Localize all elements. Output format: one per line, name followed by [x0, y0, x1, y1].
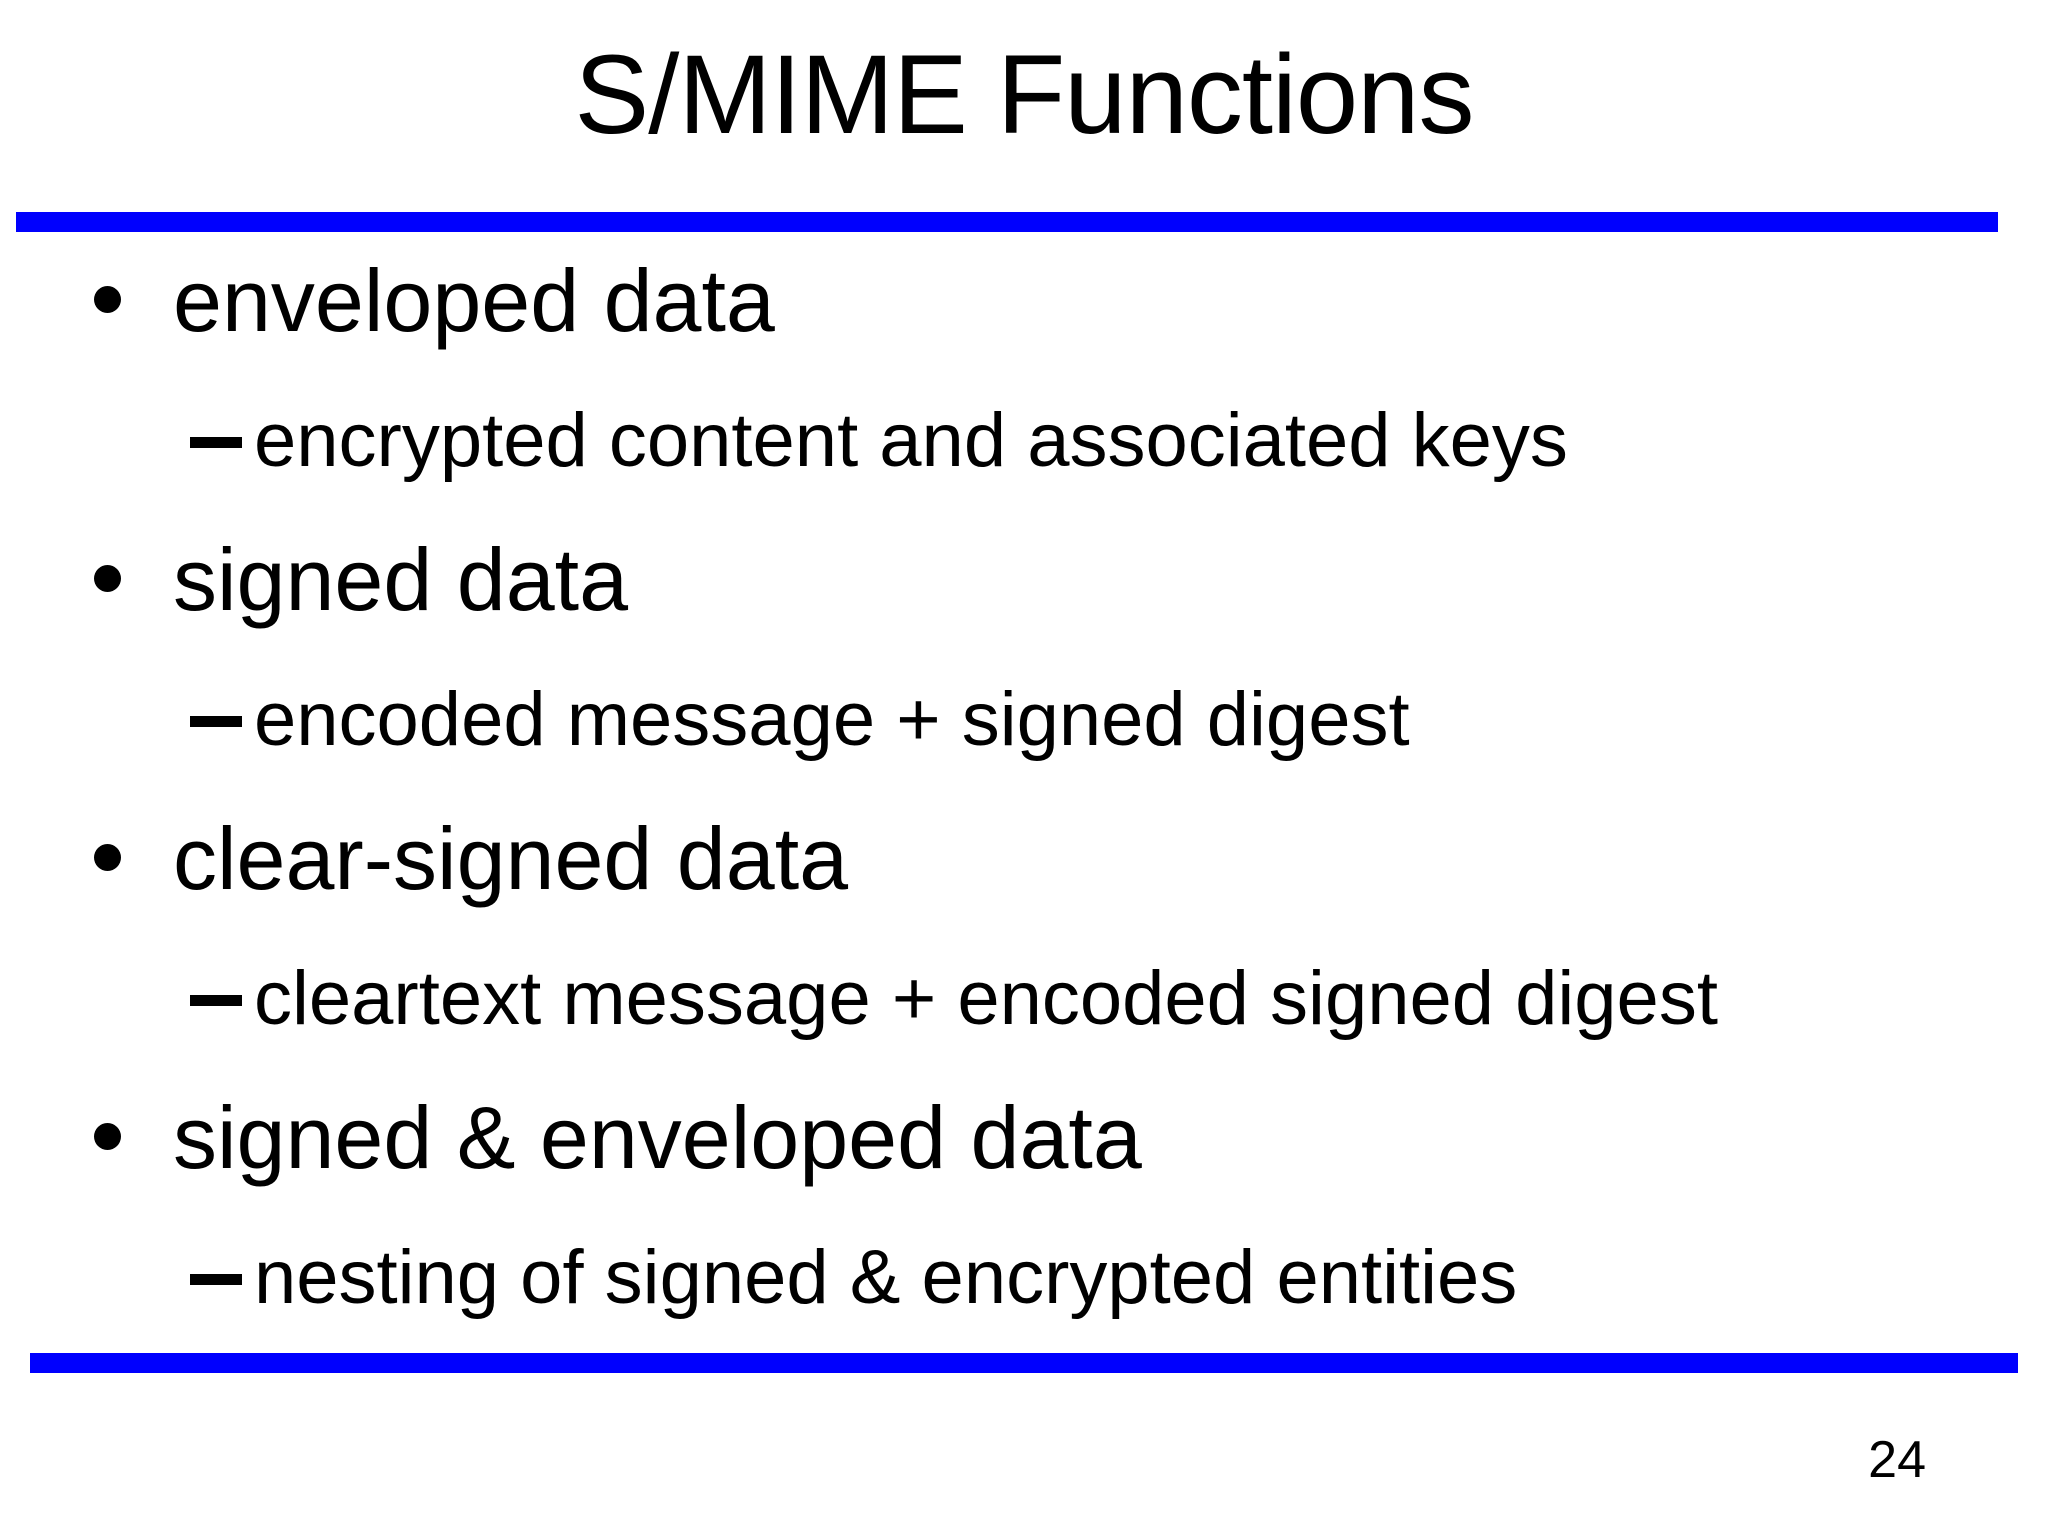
bullet-item: signed data [94, 531, 2048, 628]
bullet-dot-icon [94, 1123, 121, 1150]
footer-rule [30, 1353, 2018, 1373]
bullet-list: enveloped data encrypted content and ass… [0, 232, 2048, 1320]
sub-bullet-item: nesting of signed & encrypted entities [190, 1236, 2048, 1320]
bullet-label: clear-signed data [173, 809, 849, 908]
sub-bullet-item: encoded message + signed digest [190, 678, 2048, 762]
bullet-dot-icon [94, 286, 121, 313]
sub-bullet-label: encrypted content and associated keys [254, 398, 1568, 483]
bullet-label: signed & enveloped data [173, 1088, 1142, 1187]
sub-bullet-label: cleartext message + encoded signed diges… [254, 956, 1718, 1041]
bullet-dot-icon [94, 844, 121, 871]
sub-bullet-label: encoded message + signed digest [254, 677, 1410, 762]
bullet-label: enveloped data [173, 251, 775, 350]
dash-icon [190, 716, 242, 727]
dash-icon [190, 437, 242, 448]
title-rule [16, 212, 1998, 232]
slide-title: S/MIME Functions [574, 32, 1475, 157]
bullet-label: signed data [173, 530, 629, 629]
sub-bullet-item: encrypted content and associated keys [190, 399, 2048, 483]
page-number: 24 [1868, 1431, 1926, 1489]
bullet-dot-icon [94, 565, 121, 592]
bullet-item: signed & enveloped data [94, 1089, 2048, 1186]
sub-bullet-item: cleartext message + encoded signed diges… [190, 957, 2048, 1041]
bullet-item: enveloped data [94, 252, 2048, 349]
dash-icon [190, 995, 242, 1006]
sub-bullet-label: nesting of signed & encrypted entities [254, 1235, 1518, 1320]
dash-icon [190, 1274, 242, 1285]
bullet-item: clear-signed data [94, 810, 2048, 907]
